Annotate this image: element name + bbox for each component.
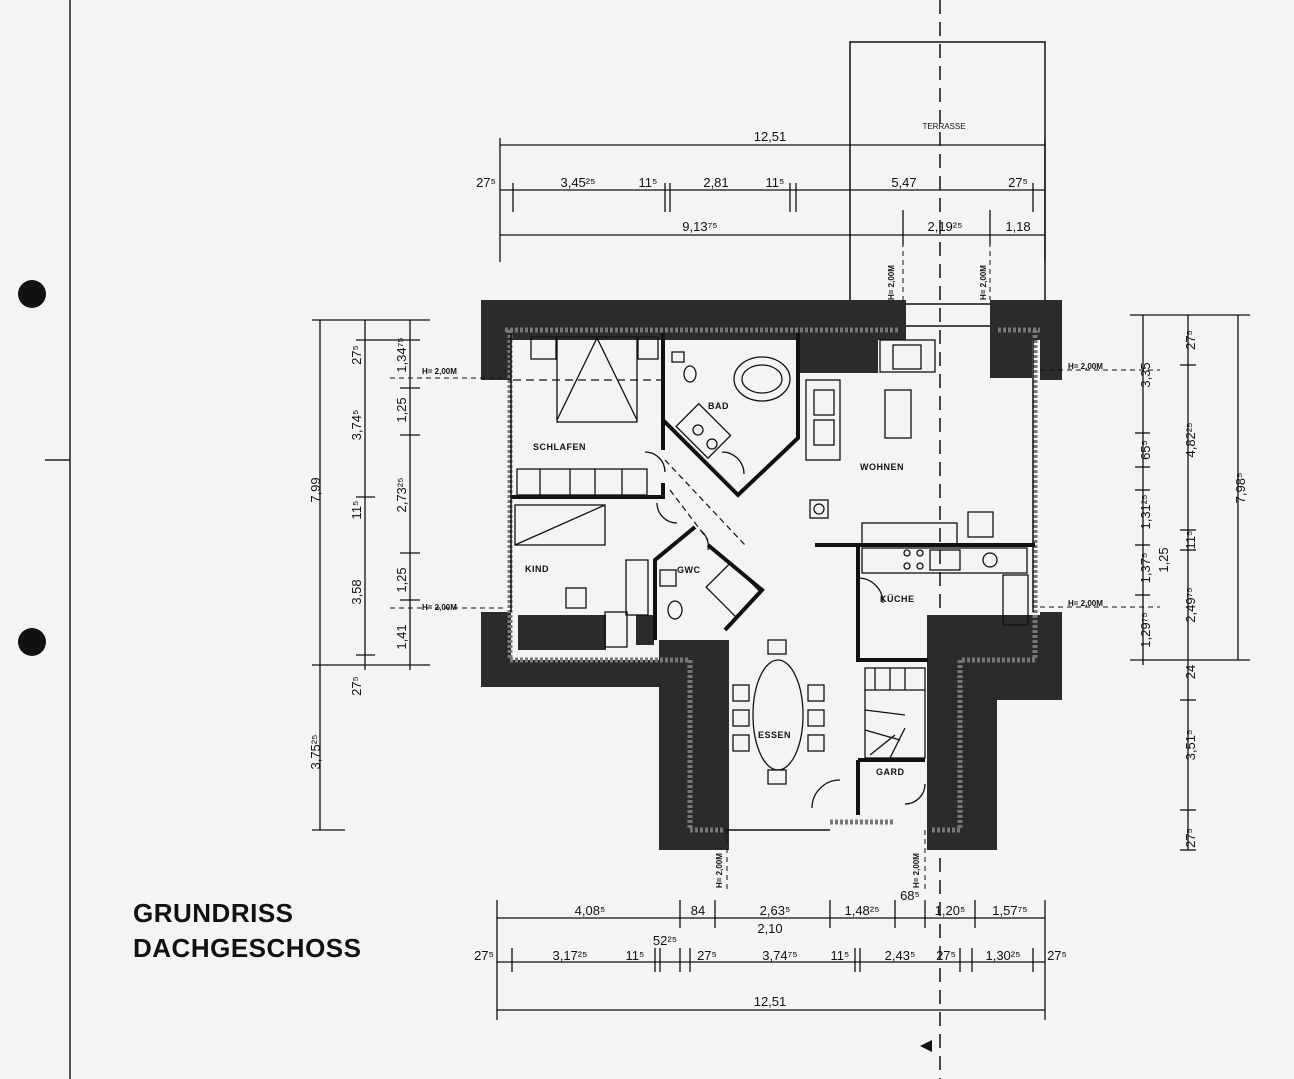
svg-text:3,74⁵: 3,74⁵ (349, 410, 364, 441)
svg-text:1,41: 1,41 (394, 624, 409, 649)
dim-bottom-overall: 12,51 (754, 994, 787, 1009)
svg-text:11⁵: 11⁵ (349, 501, 364, 520)
furniture (513, 336, 1029, 809)
svg-text:1,34⁷⁵: 1,34⁷⁵ (394, 337, 409, 372)
dim-right-mid: 27⁵ 4,82²⁵ 11⁵ 1,25 2,49⁷⁵ 24 3,51⁵ 27⁵ (1156, 330, 1198, 848)
svg-text:2,43⁵: 2,43⁵ (885, 948, 916, 963)
dim-right-outer: 7,98⁵ (1233, 473, 1248, 504)
room-label-bad: BAD (708, 401, 729, 411)
svg-text:1,25: 1,25 (394, 397, 409, 422)
svg-text:1,37⁵: 1,37⁵ (1138, 553, 1153, 584)
dim-top-row2: 9,13⁷⁵ 2,19²⁵ 1,18 (682, 219, 1030, 234)
svg-text:27⁵: 27⁵ (936, 948, 956, 963)
svg-text:27⁵: 27⁵ (697, 948, 717, 963)
svg-text:65⁵: 65⁵ (1138, 440, 1153, 460)
dim-top-overall: 12,51 (754, 129, 787, 144)
svg-text:2,81: 2,81 (703, 175, 728, 190)
svg-text:1,30²⁵: 1,30²⁵ (985, 948, 1020, 963)
svg-text:4,08⁵: 4,08⁵ (575, 903, 606, 918)
svg-text:1,48²⁵: 1,48²⁵ (844, 903, 879, 918)
height-label: H= 2,00M (887, 265, 896, 300)
svg-text:3,17²⁵: 3,17²⁵ (552, 948, 587, 963)
height-label: H= 2,00M (979, 265, 988, 300)
height-label: H= 2,00M (422, 603, 457, 612)
svg-text:4,82²⁵: 4,82²⁵ (1183, 422, 1198, 457)
room-label-kind: KIND (525, 564, 549, 574)
dim-lines-top (499, 138, 1046, 262)
svg-text:3,74⁷⁵: 3,74⁷⁵ (762, 948, 797, 963)
svg-text:27⁵: 27⁵ (1008, 175, 1028, 190)
svg-text:11⁵: 11⁵ (766, 175, 785, 190)
svg-text:5,47: 5,47 (891, 175, 916, 190)
svg-text:27⁵: 27⁵ (1047, 948, 1067, 963)
svg-text:2,73²⁵: 2,73²⁵ (394, 477, 409, 512)
dim-left-inner: 1,34⁷⁵ 1,25 2,73²⁵ 1,25 1,41 (394, 337, 409, 649)
svg-text:27⁵: 27⁵ (349, 345, 364, 365)
dim-left-mid: 27⁵ 3,74⁵ 11⁵ 3,58 27⁵ 3,75²⁵ (308, 345, 364, 769)
svg-text:3,35: 3,35 (1138, 362, 1153, 387)
interior-walls (511, 333, 1035, 815)
terrace: TERRASSE (849, 41, 1046, 305)
dim-lines-left (312, 319, 430, 831)
svg-text:1,29⁷⁵: 1,29⁷⁵ (1138, 612, 1153, 647)
dim-lines-right (1130, 314, 1250, 851)
svg-text:84: 84 (691, 903, 705, 918)
svg-text:1,25: 1,25 (394, 567, 409, 592)
axis-arrow-icon (920, 1040, 932, 1052)
room-label-schlafen: SCHLAFEN (533, 442, 586, 452)
svg-text:1,25: 1,25 (1156, 547, 1171, 572)
dim-bottom-sub: 2,10 (757, 921, 782, 936)
svg-text:2,49⁷⁵: 2,49⁷⁵ (1183, 587, 1198, 622)
svg-text:11⁵: 11⁵ (831, 948, 850, 963)
punch-hole-icon (18, 280, 46, 308)
svg-text:1,18: 1,18 (1005, 219, 1030, 234)
drawing-title-line2: DACHGESCHOSS (133, 933, 362, 963)
dim-right-inner: 3,35 65⁵ 1,31²⁵ 1,37⁵ 1,29⁷⁵ (1138, 362, 1153, 647)
svg-text:3,51⁵: 3,51⁵ (1183, 730, 1198, 761)
svg-text:24: 24 (1183, 665, 1198, 679)
punch-hole-icon (18, 628, 46, 656)
room-label-kueche: KÜCHE (880, 594, 915, 604)
svg-text:3,75²⁵: 3,75²⁵ (308, 734, 323, 769)
svg-text:2,19²⁵: 2,19²⁵ (927, 219, 962, 234)
svg-text:1,20⁵: 1,20⁵ (935, 903, 966, 918)
svg-text:27⁵: 27⁵ (476, 175, 496, 190)
room-label-terrasse: TERRASSE (922, 122, 965, 131)
svg-text:1,57⁷⁵: 1,57⁷⁵ (992, 903, 1027, 918)
dim-left-outer: 7,99 (308, 477, 323, 502)
height-label: H= 2,00M (422, 367, 457, 376)
dim-bottom-row1: 4,08⁵ 84 2,63⁵ 1,48²⁵ 68⁵ 1,20⁵ 1,57⁷⁵ (575, 888, 1028, 918)
dim-lines-bottom (496, 900, 1046, 1020)
height-label: H= 2,00M (715, 853, 724, 888)
svg-text:3,45²⁵: 3,45²⁵ (560, 175, 595, 190)
svg-text:2,63⁵: 2,63⁵ (760, 903, 791, 918)
room-label-wohnen: WOHNEN (860, 462, 904, 472)
svg-text:3,58: 3,58 (349, 579, 364, 604)
svg-text:9,13⁷⁵: 9,13⁷⁵ (682, 219, 717, 234)
svg-text:11⁵: 11⁵ (626, 948, 645, 963)
svg-text:11⁵: 11⁵ (639, 175, 658, 190)
height-label: H= 2,00M (1068, 599, 1103, 608)
room-label-essen: ESSEN (758, 730, 791, 740)
room-label-gwc: GWC (677, 565, 701, 575)
room-label-gard: GARD (876, 767, 905, 777)
height-label: H= 2,00M (912, 853, 921, 888)
dim-top-row1: 27⁵ 3,45²⁵ 11⁵ 2,81 11⁵ 5,47 27⁵ (476, 175, 1028, 190)
height-label: H= 2,00M (1068, 362, 1103, 371)
svg-text:27⁵: 27⁵ (1183, 828, 1198, 848)
svg-text:27⁵: 27⁵ (349, 676, 364, 696)
dim-bottom-row2: 27⁵ 3,17²⁵ 11⁵ 52²⁵ 27⁵ 3,74⁷⁵ 11⁵ 2,43⁵… (474, 933, 1067, 963)
drawing-title-line1: GRUNDRISS (133, 898, 294, 928)
svg-text:11⁵: 11⁵ (1183, 531, 1198, 550)
svg-text:27⁵: 27⁵ (474, 948, 494, 963)
svg-text:52²⁵: 52²⁵ (653, 933, 677, 948)
svg-text:68⁵: 68⁵ (900, 888, 920, 903)
svg-text:1,31²⁵: 1,31²⁵ (1138, 494, 1153, 529)
svg-text:27⁵: 27⁵ (1183, 330, 1198, 350)
walls (481, 300, 1062, 850)
